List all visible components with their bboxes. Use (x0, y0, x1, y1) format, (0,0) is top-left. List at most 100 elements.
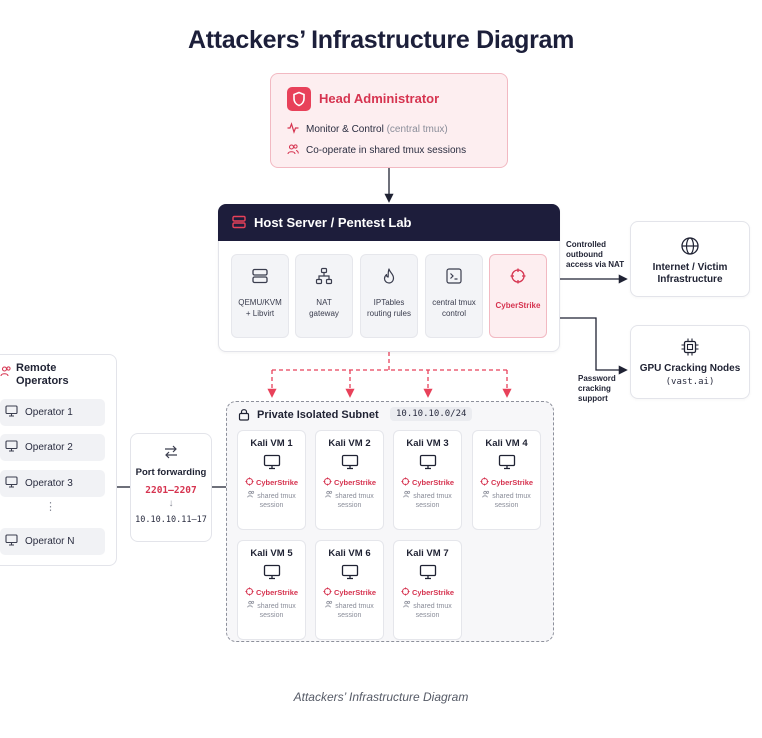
cyberstrike-badge: CyberStrike (238, 477, 305, 488)
internet-line2: Infrastructure (657, 274, 723, 285)
gpu-line1: GPU Cracking Nodes (639, 363, 741, 374)
cyberstrike-badge: CyberStrike (473, 477, 540, 488)
monitor-icon (238, 564, 305, 580)
kali-vm-name: Kali VM 5 (250, 548, 293, 559)
server-icon (232, 215, 246, 234)
crosshair-icon (401, 477, 410, 488)
tile-qemu-kvm: QEMU/KVM+ Libvirt (231, 254, 289, 338)
cyberstrike-label: CyberStrike (255, 588, 299, 597)
users-icon (247, 600, 255, 610)
cyberstrike-badge: CyberStrike (394, 587, 461, 598)
cyberstrike-label: CyberStrike (333, 478, 377, 487)
host-server-title: Host Server / Pentest Lab (254, 215, 412, 230)
tile-cyberstrike-label: CyberStrike (495, 301, 541, 310)
monitor-icon (5, 534, 18, 549)
tile-nat-gateway: NAT gateway (295, 254, 353, 338)
cyberstrike-badge: CyberStrike (316, 587, 383, 598)
users-icon (325, 490, 333, 500)
down-arrow-icon: ↓ (168, 498, 174, 509)
cooperate-label: Co-operate in shared tmux sessions (306, 145, 467, 156)
operators-ellipsis: ⋮ (45, 501, 56, 513)
subnet-title: Private Isolated Subnet (257, 409, 379, 421)
operator-item: Operator N (0, 528, 105, 555)
activity-icon (287, 122, 299, 137)
tile-iptables-line1: IPTables (373, 298, 405, 307)
cyberstrike-badge: CyberStrike (316, 477, 383, 488)
tile-nat-line2: gateway (309, 309, 339, 318)
operator-label: Operator 2 (25, 442, 73, 453)
port-forwarding-label: Port forwarding (135, 467, 207, 478)
lock-icon (238, 408, 250, 426)
crosshair-icon (323, 477, 332, 488)
crosshair-icon (323, 587, 332, 598)
flame-icon (361, 267, 417, 285)
swap-arrows-icon (131, 445, 211, 459)
users-icon (403, 490, 411, 500)
kali-vm-name: Kali VM 4 (485, 438, 528, 449)
kali-vm-name: Kali VM 2 (328, 438, 371, 449)
operator-label: Operator N (25, 536, 75, 547)
gpu-cracking-box: GPU Cracking Nodes (vast.ai) (630, 325, 750, 399)
users-icon (247, 490, 255, 500)
crosshair-icon (401, 587, 410, 598)
cyberstrike-badge: CyberStrike (238, 587, 305, 598)
monitor-control-row: Monitor & Control (central tmux) (287, 122, 448, 137)
ip-range: 10.10.10.11–17 (135, 515, 207, 525)
operator-label: Operator 3 (25, 478, 73, 489)
tile-nat-line1: NAT (316, 298, 332, 307)
monitor-icon (394, 564, 461, 580)
chip-icon (631, 337, 749, 357)
crosshair-icon (480, 477, 489, 488)
cyberstrike-label: CyberStrike (411, 478, 455, 487)
tile-cyberstrike: CyberStrike (489, 254, 547, 338)
cyberstrike-badge: CyberStrike (394, 477, 461, 488)
host-server-header: Host Server / Pentest Lab (218, 204, 560, 241)
users-icon (403, 600, 411, 610)
kali-vm-name: Kali VM 3 (406, 438, 449, 449)
monitor-control-label: Monitor & Control (306, 124, 384, 135)
tile-tmux-line2: control (441, 309, 466, 318)
gpu-line2: (vast.ai) (665, 377, 715, 387)
operator-label: Operator 1 (25, 407, 73, 418)
host-to-subnet-dashed-arrows (267, 352, 512, 398)
cyberstrike-label: CyberStrike (490, 478, 534, 487)
operator-item: Operator 1 (0, 399, 105, 426)
globe-icon (631, 236, 749, 256)
diagram-title: Attackers’ Infrastructure Diagram (187, 26, 575, 54)
subnet-cidr-badge: 10.10.10.0/24 (390, 407, 473, 421)
monitor-icon (394, 454, 461, 470)
shield-icon (287, 87, 311, 111)
monitor-icon (5, 440, 18, 455)
monitor-icon (316, 564, 383, 580)
tile-tmux-line1: central tmux (432, 298, 476, 307)
monitor-icon (5, 405, 18, 420)
cyberstrike-label: CyberStrike (255, 478, 299, 487)
monitor-control-note: (central tmux) (386, 124, 448, 135)
host-to-gpu-arrow (560, 317, 628, 375)
users-icon (287, 143, 299, 158)
network-icon (296, 267, 352, 285)
terminal-icon (426, 267, 482, 285)
server-icon (232, 267, 288, 285)
kali-vm-name: Kali VM 1 (250, 438, 293, 449)
operator-item: Operator 2 (0, 434, 105, 461)
crosshair-icon (490, 267, 546, 285)
head-administrator-title: Head Administrator (319, 91, 440, 106)
